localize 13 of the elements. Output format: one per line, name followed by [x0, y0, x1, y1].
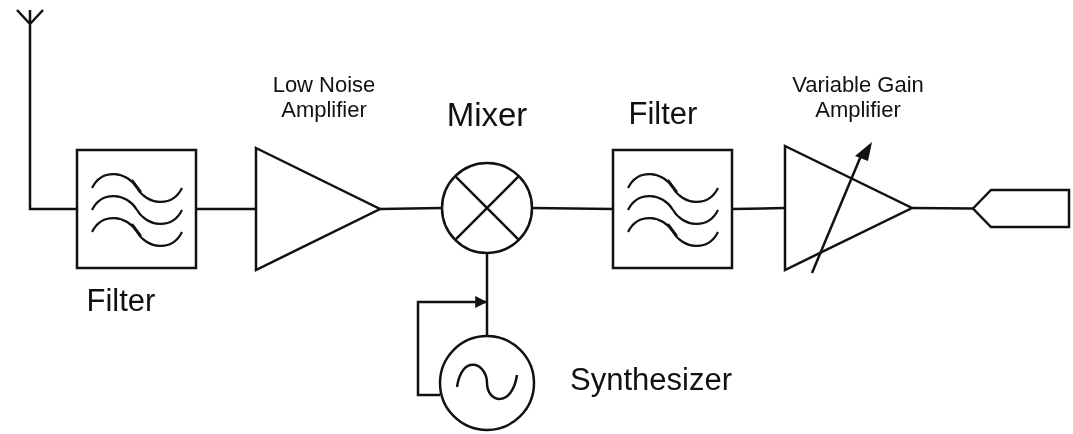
- connector-line: [196, 207, 256, 211]
- block-label: Synthesizer: [569, 362, 733, 398]
- connector-line: [532, 206, 613, 211]
- block-label: Filter: [85, 283, 157, 319]
- connector-line: [379, 206, 443, 211]
- connector-line: [912, 206, 973, 210]
- block-label: Filter: [627, 96, 699, 132]
- connector-line: [28, 52, 77, 211]
- connector-line: [485, 253, 489, 336]
- block-label: Mixer: [445, 96, 529, 134]
- block-label: Variable Gain Amplifier: [791, 72, 925, 123]
- block-label: Low Noise Amplifier: [271, 72, 377, 123]
- arrow: [416, 296, 488, 397]
